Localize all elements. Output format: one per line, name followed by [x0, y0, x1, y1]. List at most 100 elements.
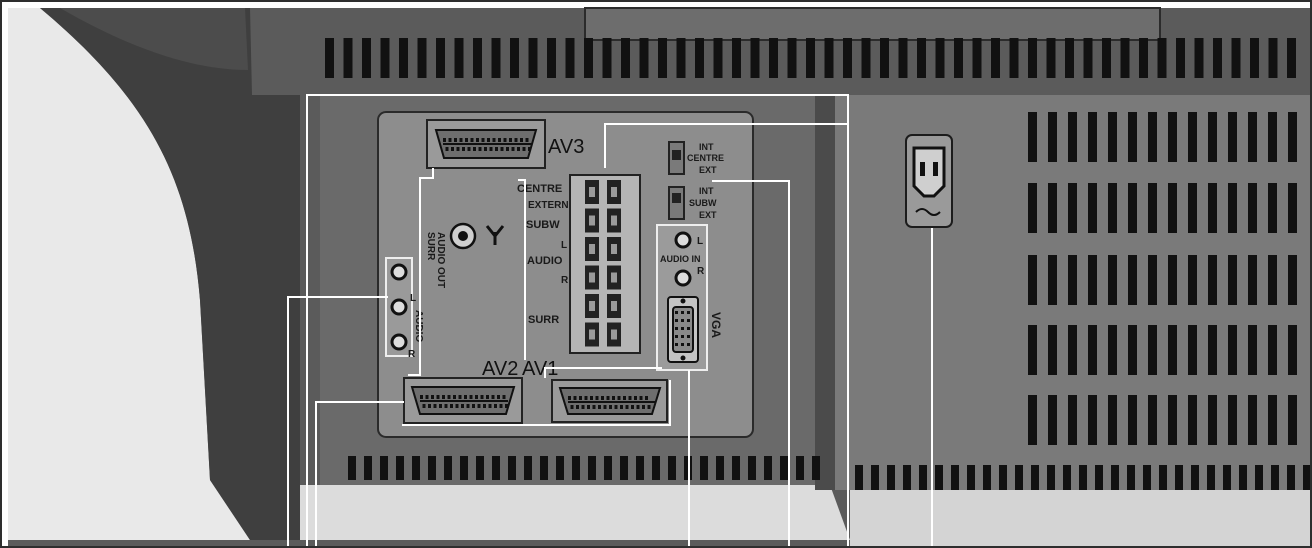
vent-slot — [1028, 183, 1037, 233]
vent-slot — [1208, 112, 1217, 162]
scart-pin — [428, 404, 431, 408]
surr-audio-out-jack-top[interactable] — [390, 263, 408, 281]
scart-av3[interactable] — [426, 119, 546, 169]
vent-slot — [1028, 325, 1037, 375]
vent-slot — [1068, 395, 1077, 445]
scart-pin — [639, 396, 643, 400]
vent-slot — [1095, 465, 1103, 490]
scart-pin — [509, 138, 512, 142]
vent-slot — [1102, 38, 1111, 78]
vent-slot — [396, 456, 404, 480]
vent-slot — [1188, 183, 1197, 233]
vent-slot — [1068, 255, 1077, 305]
scart-pin — [462, 147, 465, 151]
audio-in-left-jack[interactable] — [674, 231, 692, 249]
surr-audio-out-jack-left[interactable] — [390, 298, 408, 316]
vent-slot — [492, 456, 500, 480]
centre-switch-name-label: CENTRE — [687, 153, 724, 163]
vga-pin — [675, 327, 678, 330]
scart-pin — [465, 138, 468, 142]
vent-slot — [1015, 465, 1023, 490]
vent-slot — [732, 38, 741, 78]
scart-pin — [491, 395, 495, 399]
vent-slot — [1028, 112, 1037, 162]
scart-pin — [475, 395, 478, 399]
scart-pin — [492, 138, 496, 142]
vent-slot — [951, 465, 959, 490]
scart-pin — [454, 138, 457, 142]
vent-slot — [887, 465, 895, 490]
vent-slot — [1268, 38, 1278, 78]
scart-pin — [587, 405, 590, 409]
vent-slot — [1031, 465, 1039, 490]
audio-in-label: AUDIO IN — [660, 254, 701, 264]
vga-pin — [675, 319, 678, 322]
vga-pin — [681, 319, 684, 322]
vent-slot — [1088, 112, 1097, 162]
scart-pin — [590, 396, 593, 400]
vent-slot — [399, 38, 408, 78]
scart-pin — [466, 404, 470, 408]
scart-pin — [459, 138, 463, 142]
surr-audio-out-jack-right[interactable] — [390, 333, 408, 351]
vent-slot — [1028, 38, 1037, 78]
vent-slot — [1079, 465, 1087, 490]
antenna-socket-icon[interactable] — [449, 222, 477, 250]
scart-pin — [464, 395, 467, 399]
speaker-terminal-slot — [611, 301, 617, 311]
vga-label: VGA — [709, 312, 723, 338]
vent-slot — [1120, 38, 1130, 78]
vent-slot — [1194, 38, 1204, 78]
vent-slot — [658, 38, 667, 78]
scart-pin — [470, 138, 474, 142]
vent-slot — [1188, 395, 1197, 445]
vent-slot — [695, 38, 704, 78]
vga-pin — [675, 343, 678, 346]
scart-pin — [487, 138, 490, 142]
mains-power-inlet-icon[interactable] — [905, 134, 953, 228]
scart-pin — [436, 395, 440, 399]
scart-pin — [502, 395, 506, 399]
vent-slot — [636, 456, 644, 480]
vent-slot — [556, 456, 564, 480]
vent-slot — [1176, 38, 1185, 78]
vent-slot — [1148, 112, 1157, 162]
scart-pin — [473, 147, 476, 151]
scart-pin-rail — [420, 400, 508, 402]
centre-int-ext-switch[interactable] — [668, 141, 685, 175]
scart-pin — [453, 395, 456, 399]
scart-av1[interactable] — [551, 379, 668, 423]
vga-port[interactable] — [667, 296, 699, 363]
speaker-terminal-slot — [589, 301, 595, 311]
vent-slot — [1048, 183, 1057, 233]
vent-slot — [1088, 395, 1097, 445]
vent-slot — [1288, 325, 1297, 375]
vent-slot — [1088, 325, 1097, 375]
vent-slot — [460, 456, 468, 480]
speaker-subw-label: SUBW — [526, 219, 560, 231]
vent-slot — [732, 456, 740, 480]
speaker-terminal-slot — [611, 272, 617, 283]
vent-slot — [1009, 38, 1019, 78]
vent-slot — [1048, 255, 1057, 305]
vent-slot — [639, 38, 649, 78]
scart-pin — [645, 396, 648, 400]
scart-pin-rail — [443, 143, 532, 145]
audio-in-right-jack[interactable] — [674, 269, 692, 287]
vent-slot — [861, 38, 871, 78]
scart-pin — [506, 147, 509, 151]
scart-pin — [469, 395, 473, 399]
vga-pin — [681, 311, 684, 314]
vent-slot — [1175, 465, 1183, 490]
centre-switch-int-label: INT — [699, 142, 714, 152]
vent-slot — [764, 456, 772, 480]
subw-int-ext-switch[interactable] — [668, 186, 685, 220]
vent-slot — [954, 38, 963, 78]
vent-slot — [508, 456, 516, 480]
scart-pin — [498, 138, 501, 142]
scart-pin — [444, 404, 448, 408]
vent-slot — [1063, 465, 1071, 490]
vent-slot — [588, 456, 596, 480]
scart-av2[interactable] — [403, 377, 523, 424]
